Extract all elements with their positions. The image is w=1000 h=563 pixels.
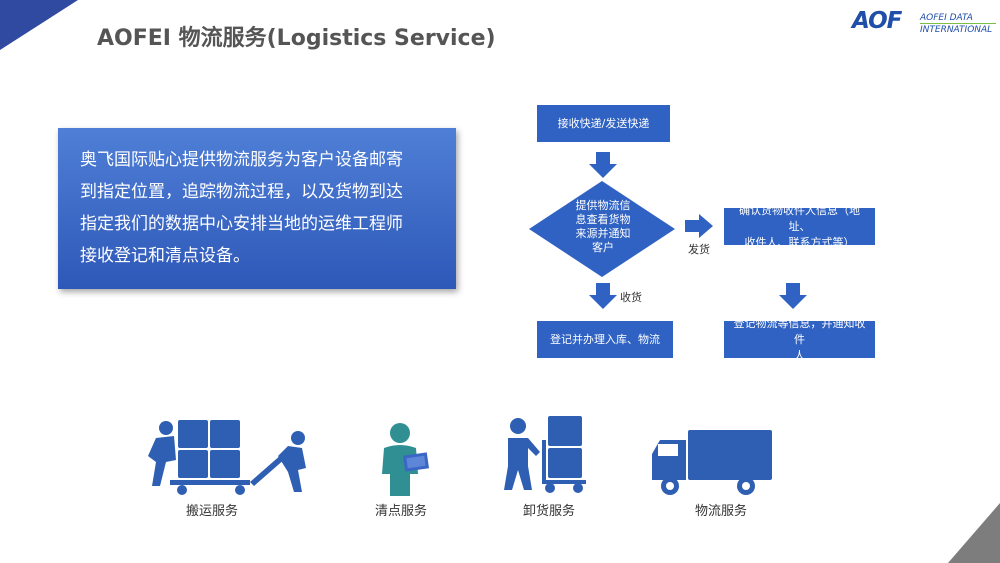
flow-bottom-left-box: 登记并办理入库、物流: [537, 321, 673, 358]
logo-text-line2: INTERNATIONAL: [920, 25, 993, 35]
corner-decoration-top-left: [0, 0, 78, 50]
bottom-right-line: 人: [794, 348, 805, 362]
inventory-worker-icon: [382, 423, 429, 496]
truck-icon: [652, 430, 772, 495]
description-line: 指定我们的数据中心安排当地的运维工程师: [80, 214, 403, 234]
arrow-right-icon: [685, 214, 713, 238]
logo-divider: [920, 23, 996, 24]
logo-text-line1: AOFEI DATA: [920, 13, 973, 23]
decision-line: 来源并通知: [575, 227, 631, 240]
unloading-worker-icon: [504, 416, 586, 493]
flow-start-label: 接收快递/发送快递: [557, 116, 650, 130]
flow-bottom-right-box: 登记物流等信息，并通知收件 人: [724, 317, 875, 362]
flow-right-box: 确认货物收件人信息（地址、 收件人、联系方式等）: [724, 204, 875, 249]
arrow-down-icon: [589, 152, 617, 178]
service-label-inventory: 清点服务: [375, 504, 428, 519]
bottom-left-label: 登记并办理入库、物流: [550, 332, 660, 346]
service-description-box: 奥飞国际贴心提供物流服务为客户设备邮寄 到指定位置，追踪物流过程，以及货物到达 …: [58, 128, 456, 289]
decision-line: 息查看货物: [575, 213, 631, 226]
service-label-logistics: 物流服务: [695, 504, 748, 519]
page-title: AOFEI 物流服务(Logistics Service): [97, 26, 496, 51]
company-logo: AOF AOFEI DATA INTERNATIONAL: [852, 8, 997, 40]
flow-label-ship: 发货: [688, 243, 710, 256]
decision-line: 提供物流信: [575, 199, 631, 212]
right-box-line: 确认货物收件人信息（地址、: [739, 203, 860, 233]
flow-decision-diamond: [529, 181, 675, 277]
service-label-unloading: 卸货服务: [523, 504, 576, 519]
description-line: 奥飞国际贴心提供物流服务为客户设备邮寄: [80, 150, 403, 170]
logo-mark: AOF: [852, 8, 902, 34]
bottom-right-line: 登记物流等信息，并通知收件: [733, 316, 866, 346]
right-box-line: 收件人、联系方式等）: [744, 235, 855, 249]
flow-start-box: 接收快递/发送快递: [537, 105, 670, 142]
service-label-moving: 搬运服务: [186, 504, 239, 519]
flow-decision-text: 提供物流信 息查看货物 来源并通知 客户: [568, 199, 638, 255]
flow-label-receive: 收货: [620, 291, 642, 304]
decision-line: 客户: [592, 241, 614, 254]
moving-workers-icon: [148, 420, 306, 495]
description-line: 接收登记和清点设备。: [80, 246, 250, 266]
arrow-down-icon: [589, 283, 617, 309]
corner-decoration-bottom-right: [948, 503, 1000, 563]
arrow-down-icon: [779, 283, 807, 309]
description-line: 到指定位置，追踪物流过程，以及货物到达: [80, 182, 403, 202]
